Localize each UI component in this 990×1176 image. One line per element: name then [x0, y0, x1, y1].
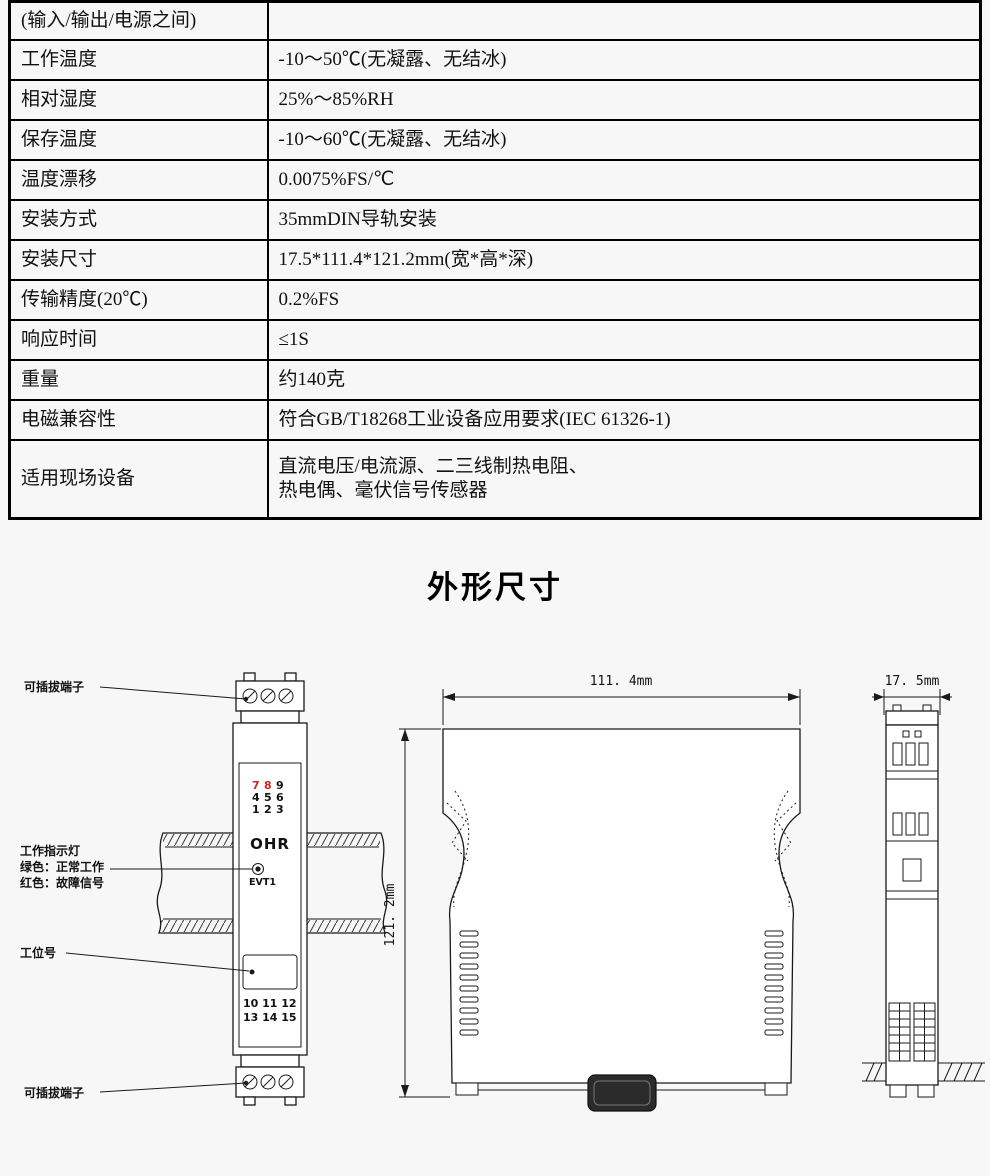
svg-text:13 14 15: 13 14 15 [243, 1011, 297, 1024]
dimension-width: 111. 4mm [442, 674, 801, 725]
svg-text:1 2 3: 1 2 3 [252, 803, 284, 816]
spec-label: 温度漂移 [8, 158, 269, 201]
callout-pluggable-terminal-top: 可插拔端子 [24, 679, 249, 701]
mounting-tab [922, 704, 932, 712]
outline-dimensions-diagram: 7 8 9 4 5 6 1 2 3 OHR [20, 672, 985, 1112]
svg-text:17. 5mm: 17. 5mm [885, 674, 940, 689]
terminal-numbers-bottom: 10 11 12 13 14 15 [243, 997, 297, 1024]
dimension-depth: 17. 5mm [872, 674, 952, 715]
spec-value: -10～50℃(无凝露、无结冰) [266, 38, 982, 81]
callout-pluggable-terminal-bottom: 可插拔端子 [24, 1080, 249, 1100]
dimension-height: 121. 2mm [383, 728, 450, 1098]
module-neck [240, 1054, 300, 1068]
side-view: 111. 4mm 121. 2mm [383, 674, 801, 1112]
table-row: 适用现场设备 直流电压/电流源、二三线制热电阻、 热电偶、毫伏信号传感器 [8, 438, 982, 520]
table-row: 传输精度(20℃) 0.2%FS [8, 278, 982, 321]
spec-label: 保存温度 [8, 118, 269, 161]
spec-label: 安装方式 [8, 198, 269, 241]
spec-value: 直流电压/电流源、二三线制热电阻、 热电偶、毫伏信号传感器 [266, 438, 982, 520]
spec-label: 传输精度(20℃) [8, 278, 269, 321]
front-panel [238, 762, 302, 1048]
front-view: 7 8 9 4 5 6 1 2 3 OHR [20, 672, 388, 1106]
spec-value: 约140克 [266, 358, 982, 401]
table-row: 电磁兼容性 符合GB/T18268工业设备应用要求(IEC 61326-1) [8, 398, 982, 441]
svg-text:7 8 9: 7 8 9 [252, 779, 284, 792]
spec-value: ≤1S [266, 318, 982, 361]
spec-label: 工作温度 [8, 38, 269, 81]
callout-indicator: 工作指示灯 绿色：正常工作 红色：故障信号 [20, 843, 252, 890]
callout-station-number: 工位号 [20, 945, 250, 972]
section-title: 外形尺寸 [427, 569, 563, 605]
din-rail [156, 832, 388, 934]
din-rail-edge [862, 1062, 985, 1082]
station-label-window [242, 954, 298, 990]
mounting-tab [284, 672, 297, 682]
table-row: 相对湿度 25%～85%RH [8, 78, 982, 121]
module-body [232, 722, 308, 1056]
brand-logo: OHR [250, 835, 290, 853]
spec-label: 安装尺寸 [8, 238, 269, 281]
terminal-numbers-top: 7 8 9 4 5 6 1 2 3 [252, 779, 284, 816]
housing-profile [442, 728, 801, 1084]
svg-text:111. 4mm: 111. 4mm [590, 674, 653, 689]
spec-value: 0.0075%FS/℃ [266, 158, 982, 201]
spec-value: 0.2%FS [266, 278, 982, 321]
mounting-tab [243, 1096, 256, 1106]
spec-value: -10～60℃(无凝露、无结冰) [266, 118, 982, 161]
spec-label: 响应时间 [8, 318, 269, 361]
spec-label: 适用现场设备 [8, 438, 269, 520]
table-row: (输入/输出/电源之间) [8, 0, 982, 41]
spec-table: (输入/输出/电源之间) 工作温度 -10～50℃(无凝露、无结冰) 相对湿度 … [8, 0, 982, 520]
svg-text:121. 2mm: 121. 2mm [383, 883, 398, 946]
spec-label: (输入/输出/电源之间) [8, 0, 269, 41]
terminal-comb [888, 1002, 936, 1062]
screw-terminal-icon [242, 688, 294, 704]
bottom-details [455, 1074, 788, 1112]
svg-text:绿色：正常工作: 绿色：正常工作 [20, 859, 104, 874]
end-body [885, 704, 939, 1098]
svg-text:工作指示灯: 工作指示灯 [20, 843, 80, 858]
end-view: 17. 5mm [862, 674, 985, 1098]
table-row: 保存温度 -10～60℃(无凝露、无结冰) [8, 118, 982, 161]
foot [889, 1084, 907, 1098]
table-row: 响应时间 ≤1S [8, 318, 982, 361]
mounting-tab [243, 672, 256, 682]
spec-value: 25%～85%RH [266, 78, 982, 121]
spec-label: 重量 [8, 358, 269, 401]
station-label-dot [249, 969, 255, 975]
spec-value: 17.5*111.4*121.2mm(宽*高*深) [266, 238, 982, 281]
din-rail-clip [587, 1074, 657, 1112]
svg-text:工位号: 工位号 [20, 945, 56, 960]
svg-text:4 5 6: 4 5 6 [252, 791, 284, 804]
vent-slots [459, 930, 784, 1036]
svg-text:可插拔端子: 可插拔端子 [24, 1085, 84, 1100]
table-row: 温度漂移 0.0075%FS/℃ [8, 158, 982, 201]
spec-value: 符合GB/T18268工业设备应用要求(IEC 61326-1) [266, 398, 982, 441]
table-row: 安装方式 35mmDIN导轨安装 [8, 198, 982, 241]
mounting-tab [284, 1096, 297, 1106]
screw-terminal-icon [242, 1074, 294, 1090]
module-neck [240, 710, 300, 724]
spec-label: 相对湿度 [8, 78, 269, 121]
svg-text:10 11 12: 10 11 12 [243, 997, 297, 1010]
led-label: EVT1 [249, 877, 276, 888]
table-row: 重量 约140克 [8, 358, 982, 401]
status-led [252, 862, 264, 875]
svg-text:可插拔端子: 可插拔端子 [24, 679, 84, 694]
svg-text:红色：故障信号: 红色：故障信号 [20, 875, 104, 890]
spec-value: 35mmDIN导轨安装 [266, 198, 982, 241]
spec-label: 电磁兼容性 [8, 398, 269, 441]
table-row: 安装尺寸 17.5*111.4*121.2mm(宽*高*深) [8, 238, 982, 281]
table-row: 工作温度 -10～50℃(无凝露、无结冰) [8, 38, 982, 81]
spec-value [266, 0, 982, 41]
foot [917, 1084, 935, 1098]
mounting-tab [892, 704, 902, 712]
